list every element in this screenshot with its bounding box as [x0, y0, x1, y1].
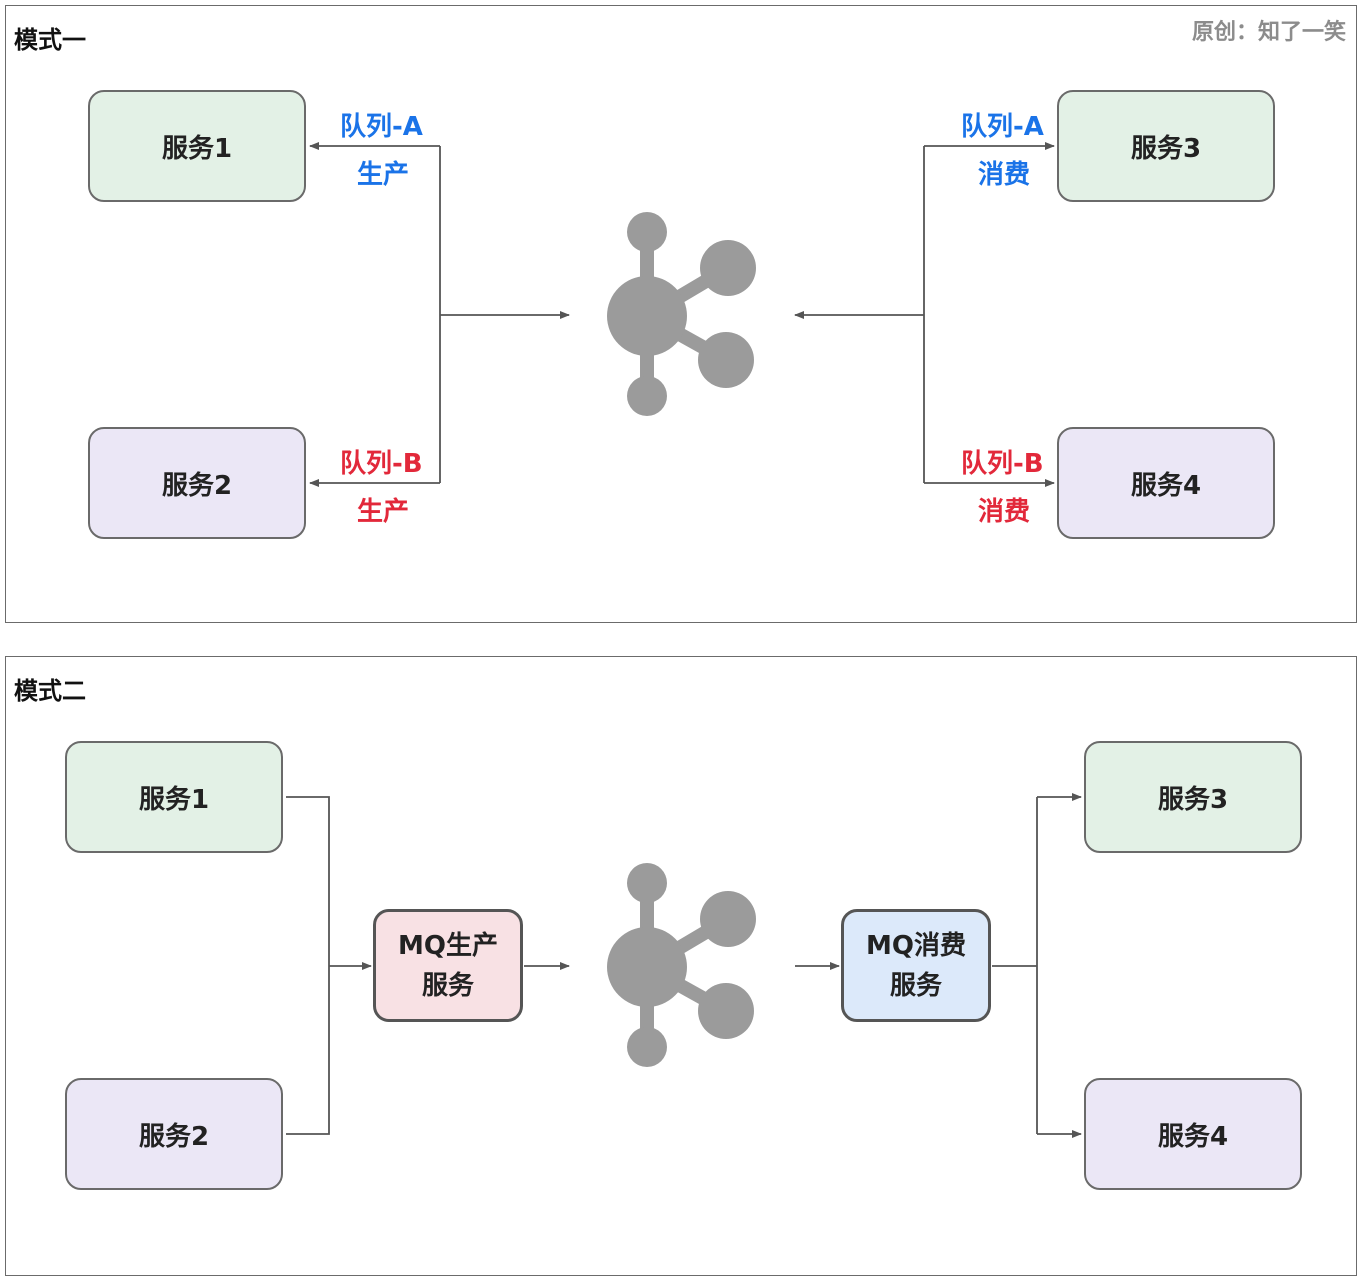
mode2-service4: 服务4	[1084, 1078, 1302, 1190]
mq-consumer-line2: 服务	[889, 970, 942, 1001]
mq-producer-line1: MQ生产	[398, 930, 498, 961]
mq-consumer-line1: MQ消费	[866, 930, 966, 961]
mode1-queue-b-label-right: 队列-B	[961, 449, 1044, 479]
mode2-service1: 服务1	[65, 741, 283, 853]
mode1-service3: 服务3	[1057, 90, 1275, 202]
mode2-mq-producer-service: MQ生产 服务	[373, 909, 523, 1022]
mq-producer-line2: 服务	[421, 970, 474, 1001]
mode2-service3: 服务3	[1084, 741, 1302, 853]
mode1-service1: 服务1	[88, 90, 306, 202]
mode1-consume-a-label: 消费	[978, 160, 1031, 190]
mode1-service2: 服务2	[88, 427, 306, 539]
credit-label: 原创：知了一笑	[1191, 20, 1346, 45]
mode1-produce-a-label: 生产	[357, 160, 410, 190]
mq-hub-icon	[607, 212, 756, 416]
mode1-produce-b-label: 生产	[357, 497, 410, 527]
mode1-queue-a-label-left: 队列-A	[340, 112, 423, 142]
mode1-consume-b-label: 消费	[978, 497, 1031, 527]
mq-hub-icon	[607, 863, 756, 1067]
mode2-service2: 服务2	[65, 1078, 283, 1190]
mode1-queue-b-label-left: 队列-B	[340, 449, 423, 479]
mode2-mq-consumer-service: MQ消费 服务	[841, 909, 991, 1022]
mode1-queue-a-label-right: 队列-A	[961, 112, 1044, 142]
mode1-service4: 服务4	[1057, 427, 1275, 539]
mode1-title: 模式一	[14, 26, 86, 54]
mode2-title: 模式二	[14, 677, 86, 705]
